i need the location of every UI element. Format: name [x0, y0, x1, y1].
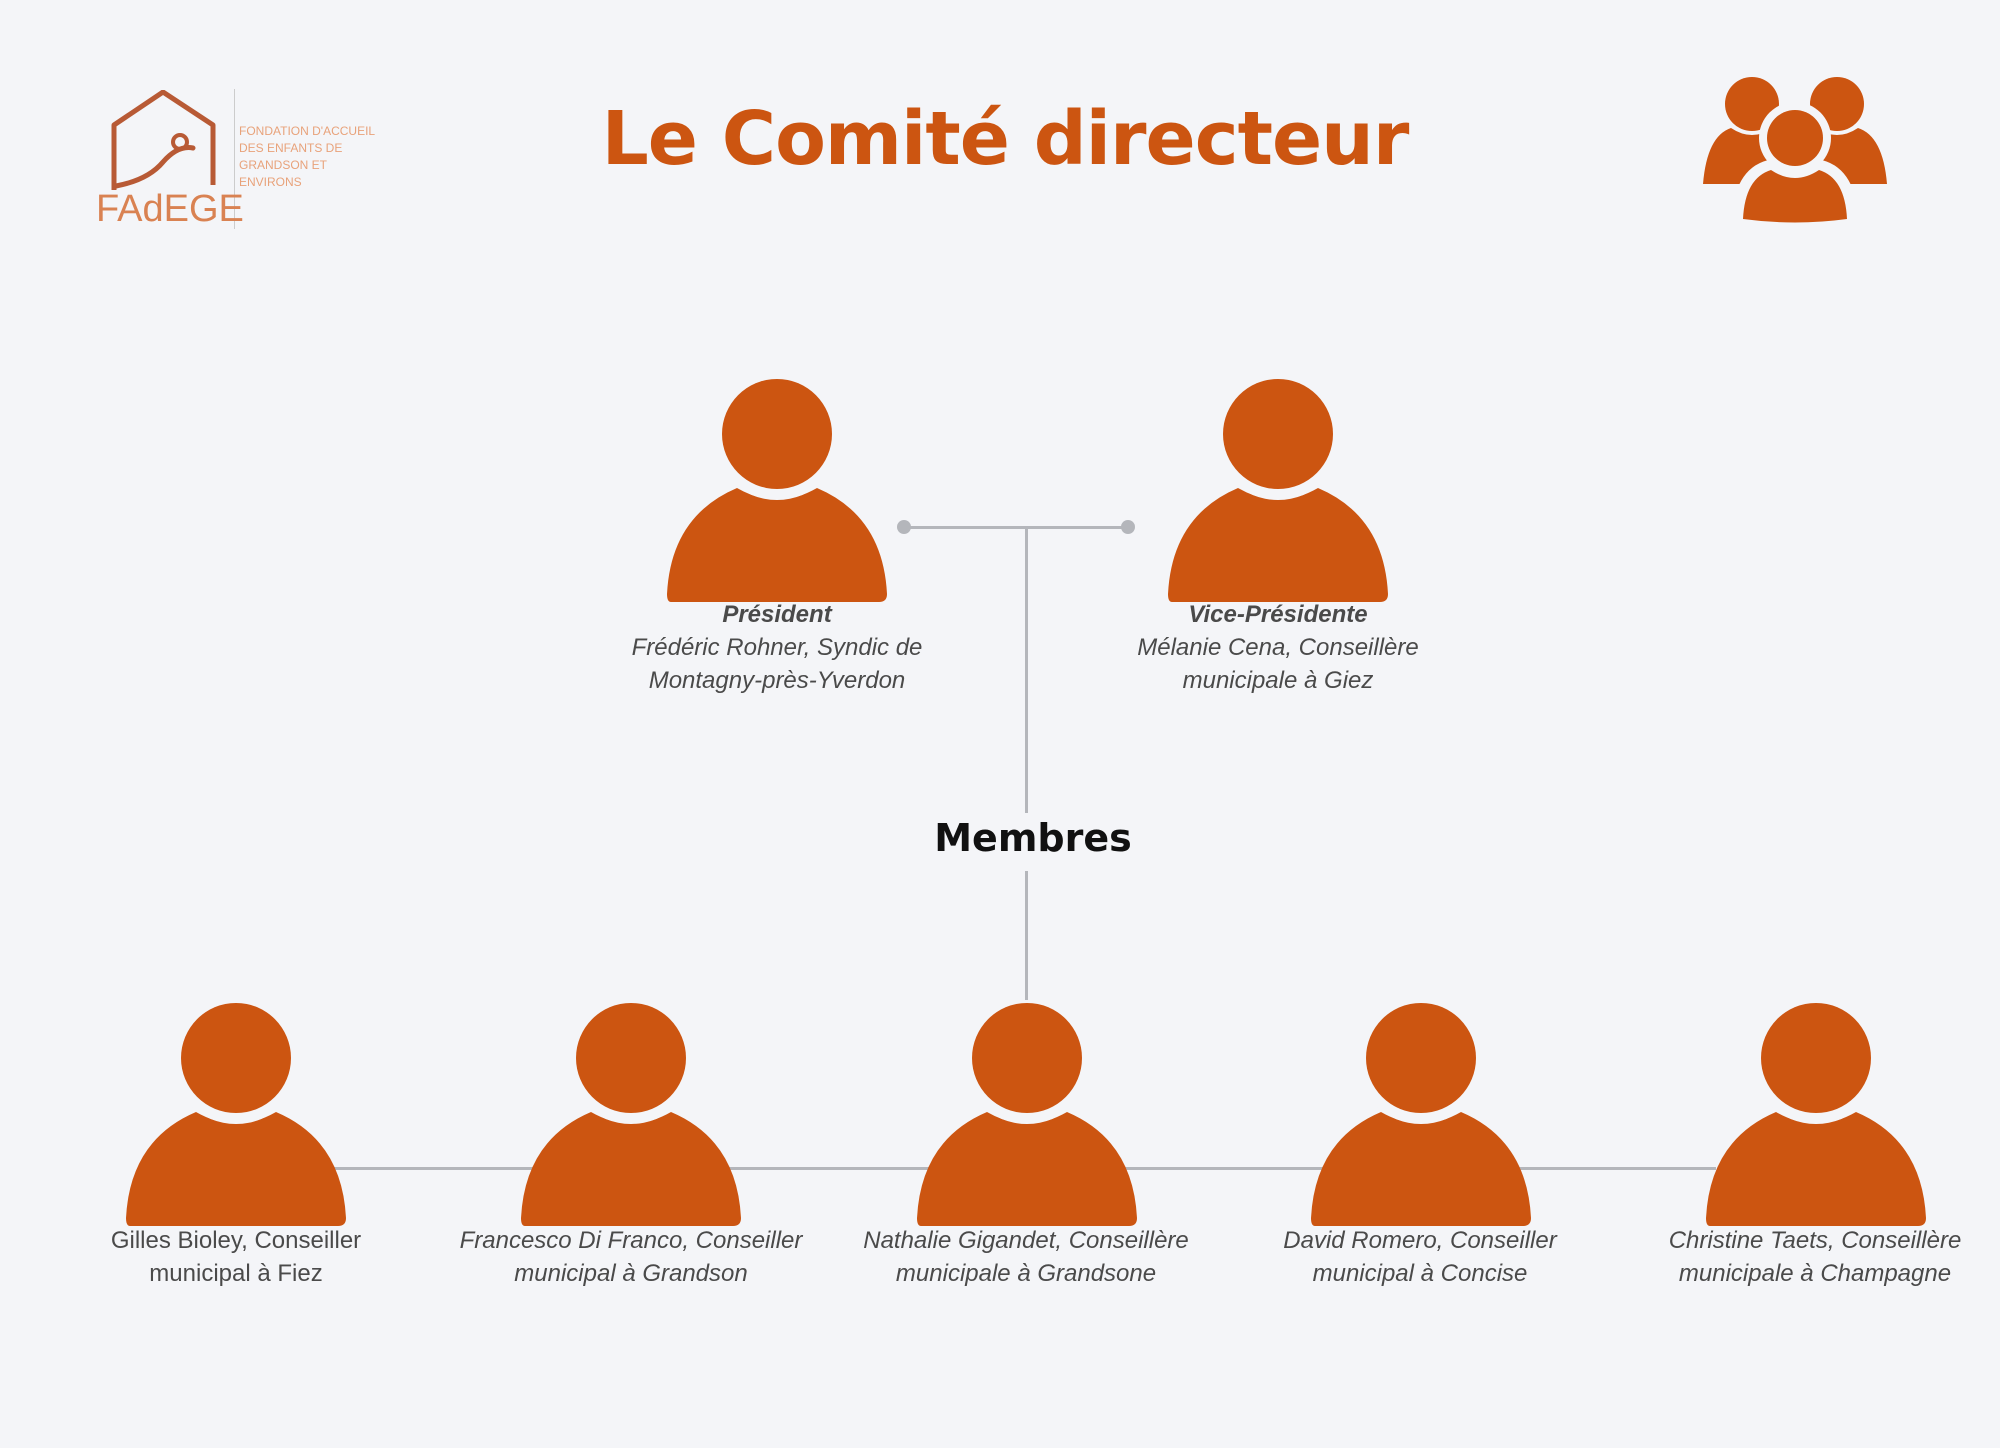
member-label: Christine Taets, Conseillère municipale … — [1605, 1224, 2000, 1290]
member-person-icon — [1706, 1000, 1926, 1230]
name-line: Nathalie Gigandet, Conseillère — [863, 1227, 1189, 1254]
role: Président — [722, 601, 832, 628]
tagline-line: ENVIRONS — [239, 175, 302, 189]
member-person-icon — [917, 1000, 1137, 1230]
vertical-connector — [1025, 527, 1028, 813]
member-label: Nathalie Gigandet, Conseillère municipal… — [816, 1224, 1236, 1290]
name-line: municipal à Fiez — [149, 1260, 323, 1287]
name-line: Frédéric Rohner, Syndic de — [631, 634, 923, 661]
logo-tagline: FONDATION D'ACCUEIL DES ENFANTS DE GRAND… — [239, 123, 375, 191]
president-label: Président Frédéric Rohner, Syndic de Mon… — [567, 598, 987, 697]
name-line: municipale à Grandsone — [895, 1260, 1157, 1287]
logo-name: FAdEGE — [96, 188, 244, 230]
name-line: municipal à Grandson — [514, 1260, 748, 1287]
member-person-icon — [521, 1000, 741, 1230]
name-line: municipal à Concise — [1312, 1260, 1528, 1287]
group-icon — [1703, 77, 1887, 224]
members-heading: Membres — [934, 816, 1132, 860]
connector-dot — [897, 520, 911, 534]
house-logo-icon — [111, 90, 216, 190]
member-label: David Romero, Conseiller municipal à Con… — [1210, 1224, 1630, 1290]
name-line: David Romero, Conseiller — [1283, 1227, 1557, 1254]
name-line: municipale à Giez — [1182, 667, 1374, 694]
member-person-icon — [1311, 1000, 1531, 1230]
role: Vice-Présidente — [1188, 601, 1368, 628]
tagline-line: GRANDSON ET — [239, 158, 328, 172]
name-line: Gilles Bioley, Conseiller — [110, 1227, 362, 1254]
leadership-connector — [903, 526, 1128, 529]
name-line: Francesco Di Franco, Conseiller — [459, 1227, 803, 1254]
vice-president-label: Vice-Présidente Mélanie Cena, Conseillèr… — [1068, 598, 1488, 697]
name-line: Christine Taets, Conseillère — [1668, 1227, 1962, 1254]
vice-president-person-icon — [1168, 376, 1388, 606]
logo-divider — [234, 89, 235, 229]
vertical-connector — [1025, 871, 1028, 1006]
member-label: Gilles Bioley, Conseiller municipal à Fi… — [26, 1224, 446, 1290]
member-person-icon — [126, 1000, 346, 1230]
tagline-line: DES ENFANTS DE — [239, 141, 343, 155]
president-person-icon — [667, 376, 887, 606]
page-title: Le Comité directeur — [601, 96, 1410, 182]
name-line: Mélanie Cena, Conseillère — [1137, 634, 1419, 661]
tagline-line: FONDATION D'ACCUEIL — [239, 124, 376, 138]
name-line: Montagny-près-Yverdon — [648, 667, 906, 694]
member-label: Francesco Di Franco, Conseiller municipa… — [421, 1224, 841, 1290]
connector-dot — [1121, 520, 1135, 534]
name-line: municipale à Champagne — [1678, 1260, 1952, 1287]
